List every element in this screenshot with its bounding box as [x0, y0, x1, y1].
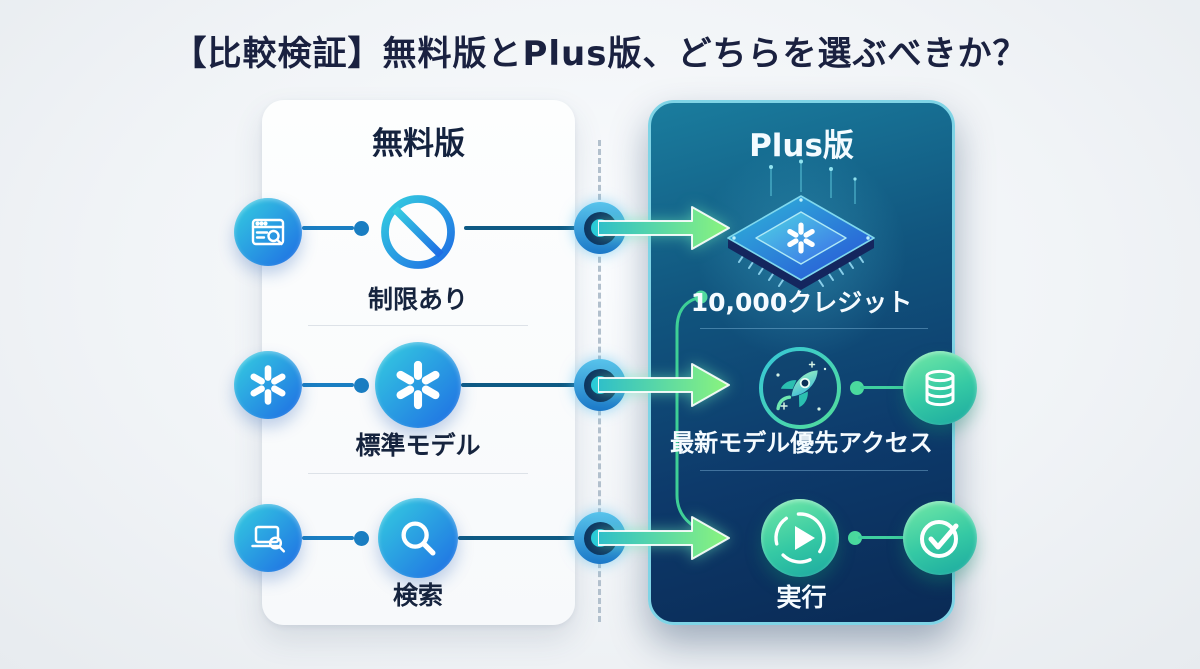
free-row-label: 標準モデル: [355, 431, 481, 460]
flow-arrow-right-icon: [598, 363, 730, 407]
flow-arrow-right-icon: [598, 516, 730, 560]
connector-line: [302, 536, 354, 540]
free-row-label: 検索: [392, 581, 443, 610]
connector-line: [461, 383, 600, 387]
credit-connector-curve: [675, 290, 708, 535]
divider: [700, 470, 928, 471]
play-run-glyph: [774, 512, 826, 564]
openai-logo-glyph: [249, 365, 287, 405]
plus-row-label: 実行: [776, 583, 827, 612]
connector-dot: [354, 221, 369, 236]
browser-search-glyph: [251, 218, 285, 246]
magnifier-glyph: [401, 521, 436, 556]
divider: [700, 328, 928, 329]
divider: [308, 473, 528, 474]
connector-dot: [354, 531, 369, 546]
connector-dot: [354, 378, 369, 393]
free-row-label: 制限あり: [367, 285, 468, 314]
checkmark-icon: [903, 501, 977, 575]
prohibition-icon: [381, 195, 455, 269]
connector-line: [860, 386, 908, 389]
cpu-chip-openai-illustration: [727, 159, 875, 290]
browser-search-icon: [234, 198, 302, 266]
connector-line: [458, 536, 600, 540]
connector-line: [302, 226, 354, 230]
checkmark-glyph: [920, 520, 959, 558]
openai-logo-icon: [234, 351, 302, 419]
database-glyph: [925, 369, 955, 407]
connector-dot: [848, 531, 862, 545]
plus-row-label: 10,000クレジット: [690, 288, 913, 317]
page-title: 【比較検証】無料版とPlus版、どちらを選ぶべきか？: [172, 34, 1028, 74]
laptop-search-icon: [234, 504, 302, 572]
openai-logo-glyph: [395, 360, 441, 410]
laptop-search-glyph: [251, 525, 286, 553]
database-icon: [903, 351, 977, 425]
free-plan-header: 無料版: [372, 126, 465, 162]
plus-row-label: 最新モデル優先アクセス: [670, 429, 933, 457]
connector-line: [858, 536, 908, 539]
rocket-icon: [759, 347, 841, 429]
connector-line: [464, 226, 600, 230]
connector-dot: [850, 381, 864, 395]
plus-plan-header: Plus版: [749, 128, 854, 164]
play-run-icon: [761, 499, 839, 577]
magnifier-icon: [378, 498, 458, 578]
openai-logo-icon: [375, 342, 461, 428]
divider: [308, 325, 528, 326]
flow-arrow-right-icon: [598, 206, 730, 250]
connector-line: [302, 383, 354, 387]
